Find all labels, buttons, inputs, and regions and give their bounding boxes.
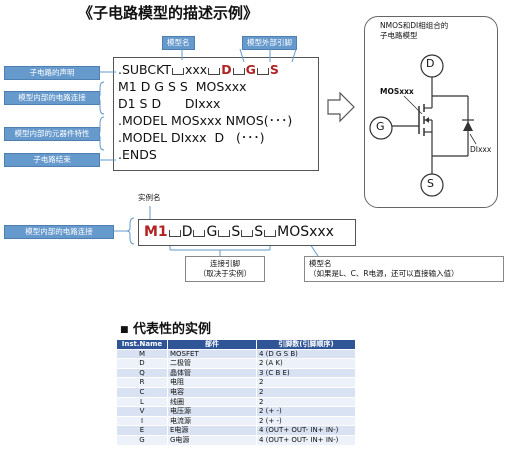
subckt-code-box <box>113 57 319 171</box>
connect-pins-note-line-1: 连接引脚 <box>210 259 240 268</box>
bullet-icon: ■ <box>120 325 129 335</box>
cell-pins: 2 (+ -) <box>256 415 356 427</box>
cell-inst-name: C <box>116 386 168 398</box>
cell-pins: 3 (C B E) <box>256 367 356 379</box>
cell-inst-name: V <box>116 406 168 417</box>
instance-line-box <box>138 219 356 246</box>
instance-pin-4: S <box>254 224 264 240</box>
table-header-row: Inst.Name 部件 引脚数(引脚顺序) <box>116 339 356 350</box>
code-line-5: .MODEL DIxxx D (･･･) <box>118 130 265 145</box>
model-name-tag: 模型名 <box>162 36 195 50</box>
instance-pin-1: D <box>181 224 193 240</box>
cell-inst-name: L <box>116 396 168 408</box>
code-line-6: .ENDS <box>118 147 157 162</box>
node-s-label: S <box>427 177 434 190</box>
cell-part: 晶体管 <box>167 367 257 379</box>
cell-part: 二极管 <box>167 358 257 369</box>
table-heading: ■ 代表性的实例 <box>120 318 211 337</box>
instance-pin-2: G <box>206 224 218 240</box>
cell-pins: 2 (+ -) <box>256 406 356 417</box>
node-g-label: G <box>376 120 385 133</box>
cell-part: MOSFET <box>167 348 257 360</box>
mos-label: MOSxxx <box>380 87 414 96</box>
subckt-name: xxx <box>185 62 208 77</box>
label-internal-connect-2: 模型内部的电路连接 <box>4 225 114 239</box>
cell-part: 电阻 <box>167 377 257 388</box>
instance-name-callout: 实例名 <box>138 193 161 202</box>
cell-pins: 2 <box>256 386 356 398</box>
code-line-4: .MODEL MOSxxx NMOS(･･･) <box>118 113 293 128</box>
label-element-props: 模型内部的元器件特性 <box>4 127 100 141</box>
cell-inst-name: R <box>116 377 168 388</box>
cell-pins: 2 <box>256 377 356 388</box>
node-d-label: D <box>426 57 435 70</box>
model-name-note-line-1: 模型名 <box>309 259 332 268</box>
cell-part: 电压源 <box>167 406 257 417</box>
cell-pins: 2 <box>256 396 356 408</box>
pin-g: G <box>245 62 256 77</box>
schematic-caption-2: 子电路模型 <box>380 31 418 40</box>
code-line-3: D1 S D DIxxx <box>118 96 221 111</box>
model-name-note: 模型名 （如果是L、C、R电源，还可以直接输入值） <box>304 256 504 282</box>
diode-label: DIxxx <box>470 145 492 154</box>
cell-part: 电容 <box>167 386 257 398</box>
th-inst-name: Inst.Name <box>116 339 168 350</box>
code-line-2: M1 D G S S MOSxxx <box>118 79 247 94</box>
th-pins: 引脚数(引脚顺序) <box>256 339 356 350</box>
model-name-note-line-2: （如果是L、C、R电源，还可以直接输入值） <box>309 269 459 278</box>
cell-inst-name: G <box>116 434 168 446</box>
cell-inst-name: I <box>116 415 168 427</box>
pin-s: S <box>269 62 279 77</box>
cell-inst-name: Q <box>116 367 168 379</box>
table-heading-text: 代表性的实例 <box>133 322 212 337</box>
cell-part: E电源 <box>167 425 257 436</box>
instance-name: M1 <box>144 224 168 240</box>
page-title: 《子电路模型的描述示例》 <box>78 4 259 22</box>
nmos-diode-schematic <box>369 54 477 197</box>
instance-pin-3: S <box>231 224 241 240</box>
cell-inst-name: E <box>116 425 168 436</box>
cell-inst-name: D <box>116 358 168 369</box>
th-part: 部件 <box>167 339 257 350</box>
cell-pins: 4 (OUT+ OUT- IN+ IN-) <box>256 425 356 436</box>
cell-pins: 2 (A K) <box>256 358 356 369</box>
pin-d: D <box>221 62 232 77</box>
label-end: 子电路结束 <box>4 153 100 167</box>
label-declaration: 子电路的声明 <box>4 66 100 80</box>
connect-pins-note: 连接引脚 （取决于实例） <box>185 256 265 282</box>
label-internal-connect: 模型内部的电路连接 <box>4 91 100 105</box>
cell-pins: 4 (D G S B) <box>256 348 356 360</box>
cell-part: 电流源 <box>167 415 257 427</box>
cell-part: G电源 <box>167 434 257 446</box>
schematic-caption-1: NMOS和DI相组合的 <box>380 21 449 30</box>
cell-pins: 4 (OUT+ OUT- IN+ IN-) <box>256 434 356 446</box>
cell-part: 线圈 <box>167 396 257 408</box>
connect-pins-note-line-2: （取决于实例） <box>198 269 252 278</box>
instance-model: MOSxxx <box>277 224 334 240</box>
subckt-keyword: .SUBCKT <box>118 62 172 77</box>
cell-inst-name: M <box>116 348 168 360</box>
